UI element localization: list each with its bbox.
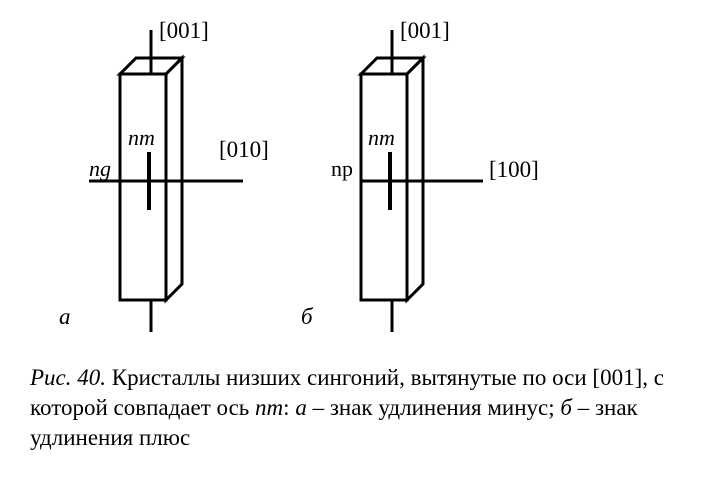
axis-label-100: [100] xyxy=(489,157,539,182)
nm-label-b: nm xyxy=(368,125,395,150)
panel-letter-a: а xyxy=(59,304,71,329)
crystal-front-face-b xyxy=(359,72,409,302)
caption-text-2: : xyxy=(283,395,296,420)
axis-label-001-a: [001] xyxy=(159,18,209,43)
caption-nm: nm xyxy=(255,395,284,420)
axis-label-001-b: [001] xyxy=(400,18,450,43)
figure-caption: Рис. 40. Кристаллы низших сингоний, вытя… xyxy=(30,363,700,453)
caption-letter-b: б xyxy=(560,395,572,420)
caption-letter-a: а xyxy=(295,395,307,420)
caption-text-1: Кристаллы низших сингоний, вытянутые по … xyxy=(30,365,664,420)
caption-text-3: – знак удлинения минус; xyxy=(306,395,561,420)
panel-a xyxy=(89,30,243,332)
np-label: np xyxy=(331,156,353,181)
caption-text-4: – знак удлинения плюс xyxy=(30,395,638,450)
crystal-side-face-b xyxy=(405,54,425,304)
ng-label: ng xyxy=(89,156,111,181)
panel-letter-b: б xyxy=(301,304,314,329)
crystal-diagram: [001] [010] ng nm а [001] [100] np nm б xyxy=(59,18,539,332)
panel-b xyxy=(357,30,483,332)
nm-label-a: nm xyxy=(128,125,155,150)
crystal-front-face-a xyxy=(118,72,168,302)
caption-figure-ref: Рис. 40. xyxy=(30,365,107,390)
axis-label-010: [010] xyxy=(219,137,269,162)
crystal-side-face-a xyxy=(164,54,184,304)
